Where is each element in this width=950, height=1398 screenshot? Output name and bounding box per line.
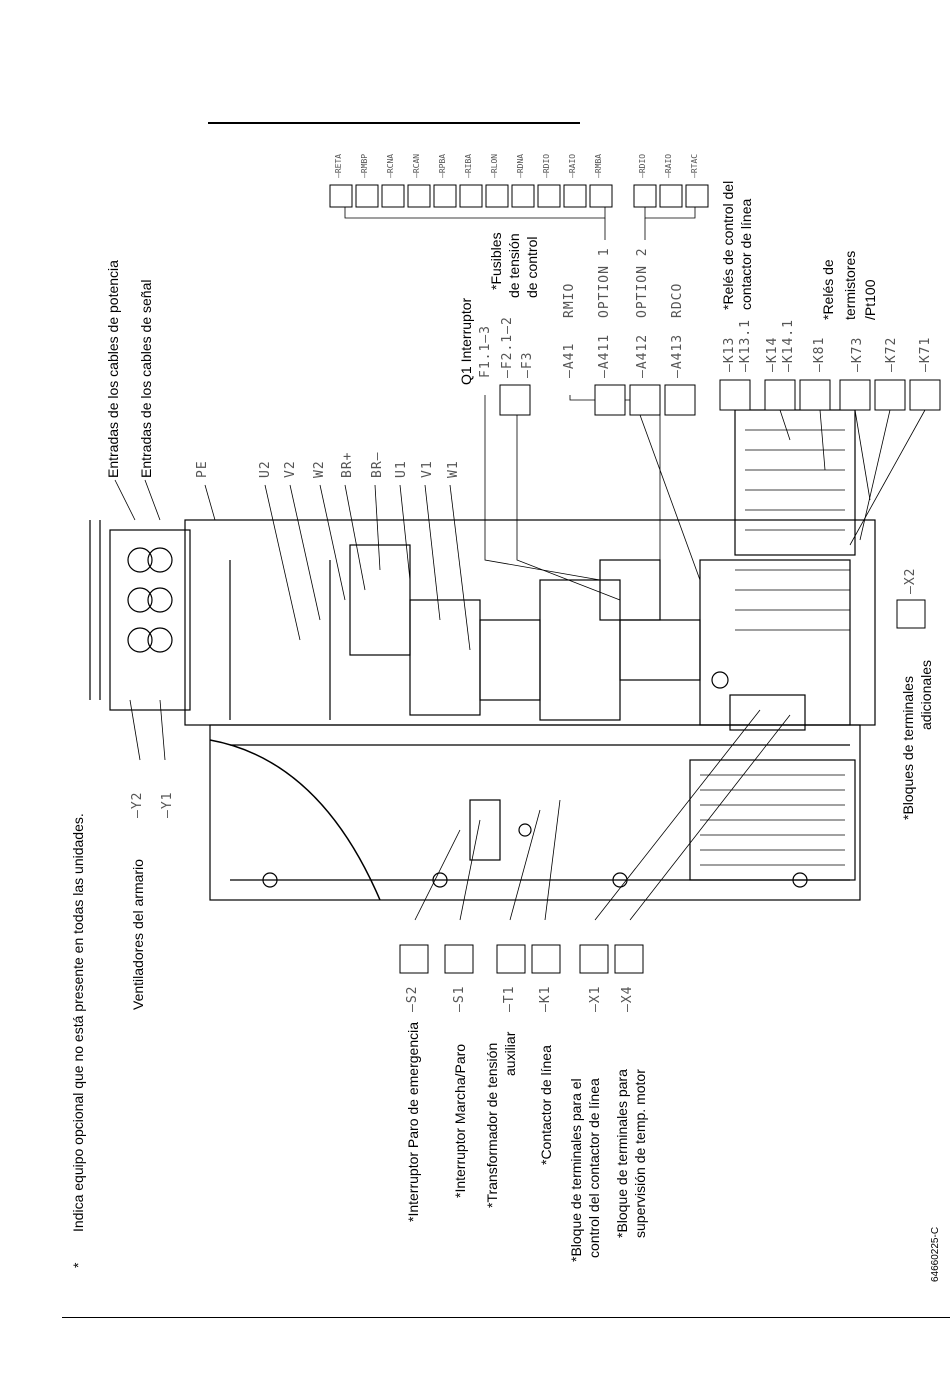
- t1-label-line2: auxiliar: [502, 1031, 518, 1076]
- x2-designation: –X2: [903, 567, 918, 594]
- terminal-w1: W1: [446, 460, 461, 478]
- x2-label-line1: *Bloques de terminales: [900, 676, 916, 820]
- cabinet-body: [184, 519, 876, 726]
- fan-assembly: [89, 520, 191, 711]
- terminal-u2: U2: [258, 460, 273, 478]
- note-text: Indica equipo opcional que no está prese…: [70, 813, 86, 1232]
- fuses-label-line3: de control: [524, 236, 540, 298]
- a411-designation: –A411: [597, 333, 612, 378]
- k13-designation: –K13: [722, 336, 737, 372]
- a41-module: RMIO: [562, 282, 577, 318]
- t1-label-line1: *Transformador de tensión: [484, 1042, 500, 1208]
- cabinet-door: [209, 724, 861, 901]
- s1-designation: –S1: [452, 985, 467, 1012]
- x1-designation: –X1: [588, 985, 603, 1012]
- fuses-label-line2: de tensión: [506, 233, 522, 298]
- module-rlon: –RLON: [490, 153, 499, 178]
- q1-label: Q1 Interruptor: [458, 297, 474, 385]
- k73-designation: –K73: [850, 336, 865, 372]
- x4-label-line1: *Bloque de terminales para: [614, 1069, 630, 1238]
- a413-designation: –A413: [670, 333, 685, 378]
- x1-label-line1: *Bloque de terminales para el: [568, 1078, 584, 1262]
- power-cables-label: Entradas de los cables de potencia: [105, 260, 121, 478]
- module-rcan: –RCAN: [412, 153, 421, 178]
- therm-label-line1: *Relés de: [820, 259, 836, 320]
- terminal-v1: V1: [420, 460, 435, 478]
- module-rmba: –RMBA: [594, 153, 603, 178]
- a41-designation: –A41: [562, 342, 577, 378]
- module-raio: –RAIO: [568, 153, 577, 178]
- a412-designation: –A412: [635, 333, 650, 378]
- k1-label: *Contactor de línea: [538, 1045, 554, 1165]
- terminal-br-minus: BR–: [370, 451, 385, 478]
- fuses-label-line1: *Fusibles: [488, 232, 504, 290]
- module-rdio: –RDIO: [542, 153, 551, 178]
- f2-designation: –F2.1–2: [500, 316, 515, 378]
- fans-label: Ventiladores del armario: [130, 859, 146, 1010]
- k141-designation: –K14.1: [781, 319, 796, 372]
- k71-designation: –K71: [918, 336, 933, 372]
- s1-label: *Interruptor Marcha/Paro: [452, 1043, 468, 1198]
- k81-designation: –K81: [812, 336, 827, 372]
- module-rcna: –RCNA: [386, 153, 395, 178]
- f1-designation: F1.1–3: [478, 325, 493, 378]
- note-asterisk: *: [70, 1262, 86, 1268]
- a412-module: OPTION 2: [635, 247, 650, 318]
- bottom-rule: [62, 1317, 950, 1318]
- module2-rdio: –RDIO: [638, 153, 647, 178]
- module-rmbp: –RMBP: [360, 153, 369, 178]
- terminal-v2: V2: [283, 460, 298, 478]
- a411-module: OPTION 1: [597, 247, 612, 318]
- x4-designation: –X4: [620, 985, 635, 1012]
- x4-label-line2: supervisión de temp. motor: [632, 1069, 648, 1238]
- module-reta: –RETA: [334, 153, 343, 178]
- module-rpba: –RPBA: [438, 153, 447, 178]
- therm-label-line2: termistores: [842, 250, 858, 320]
- k131-designation: –K13.1: [738, 319, 753, 372]
- top-rule: [208, 122, 580, 124]
- x2-label-line2: adicionales: [918, 659, 934, 730]
- y2-designation: –Y2: [130, 791, 145, 818]
- figure-code: 64660225-C: [930, 1226, 941, 1282]
- relays-label-line2: contactor de línea: [738, 198, 754, 310]
- k14-designation: –K14: [765, 336, 780, 372]
- s2-label: *Interruptor Paro de emergencia: [405, 1022, 421, 1222]
- module2-rtac: –RTAC: [690, 153, 699, 178]
- therm-label-line3: /Pt100: [862, 279, 878, 320]
- terminal-w2: W2: [312, 460, 327, 478]
- module-rdna: –RDNA: [516, 153, 525, 178]
- terminal-pe: PE: [195, 460, 210, 478]
- module2-raio: –RAIO: [664, 153, 673, 178]
- terminal-u1: U1: [394, 460, 409, 478]
- s2-designation: –S2: [405, 985, 420, 1012]
- f3-designation: –F3: [520, 351, 535, 378]
- relays-label-line1: *Relés de control del: [720, 180, 736, 310]
- a413-module: RDCO: [670, 282, 685, 318]
- y1-designation: –Y1: [160, 791, 175, 818]
- terminal-br-plus: BR+: [340, 451, 355, 478]
- t1-designation: –T1: [502, 985, 517, 1012]
- x1-label-line2: control del contactor de línea: [586, 1078, 602, 1258]
- k72-designation: –K72: [884, 336, 899, 372]
- signal-cables-label: Entradas de los cables de señal: [138, 279, 154, 478]
- k1-designation: –K1: [538, 985, 553, 1012]
- module-riba: –RIBA: [464, 153, 473, 178]
